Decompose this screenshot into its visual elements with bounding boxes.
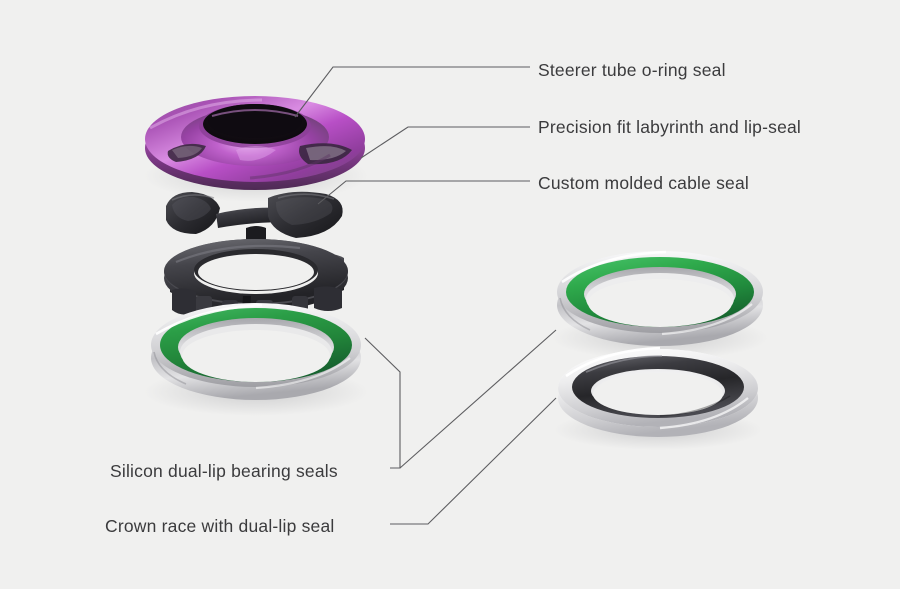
part-lower-bearing (552, 250, 768, 360)
callout-label: Crown race with dual-lip seal (105, 516, 335, 536)
callout-label: Precision fit labyrinth and lip-seal (538, 117, 801, 137)
part-compression-ring (164, 239, 348, 326)
part-crown-race (554, 346, 762, 450)
callout-precision-fit-labyrinth-and-lip-seal[interactable]: Precision fit labyrinth and lip-seal (360, 117, 801, 159)
callout-label: Silicon dual-lip bearing seals (110, 461, 338, 481)
part-top-cap (144, 96, 368, 202)
callout-label: Custom molded cable seal (538, 173, 749, 193)
leader-line (360, 126, 530, 159)
leader-line (317, 180, 530, 205)
leader-line (390, 397, 557, 525)
callout-custom-molded-cable-seal[interactable]: Custom molded cable seal (317, 173, 749, 205)
leader-line (294, 66, 530, 118)
callout-steerer-tube-o-ring-seal[interactable]: Steerer tube o-ring seal (294, 60, 726, 118)
callout-crown-race-with-dual-lip-seal[interactable]: Crown race with dual-lip seal (105, 397, 557, 536)
callout-label: Steerer tube o-ring seal (538, 60, 726, 80)
callout-silicon-dual-lip-bearing-seals[interactable]: Silicon dual-lip bearing seals (110, 329, 557, 481)
leader-line (364, 329, 557, 469)
part-upper-bearing (144, 303, 368, 416)
part-cable-seal (166, 191, 343, 242)
